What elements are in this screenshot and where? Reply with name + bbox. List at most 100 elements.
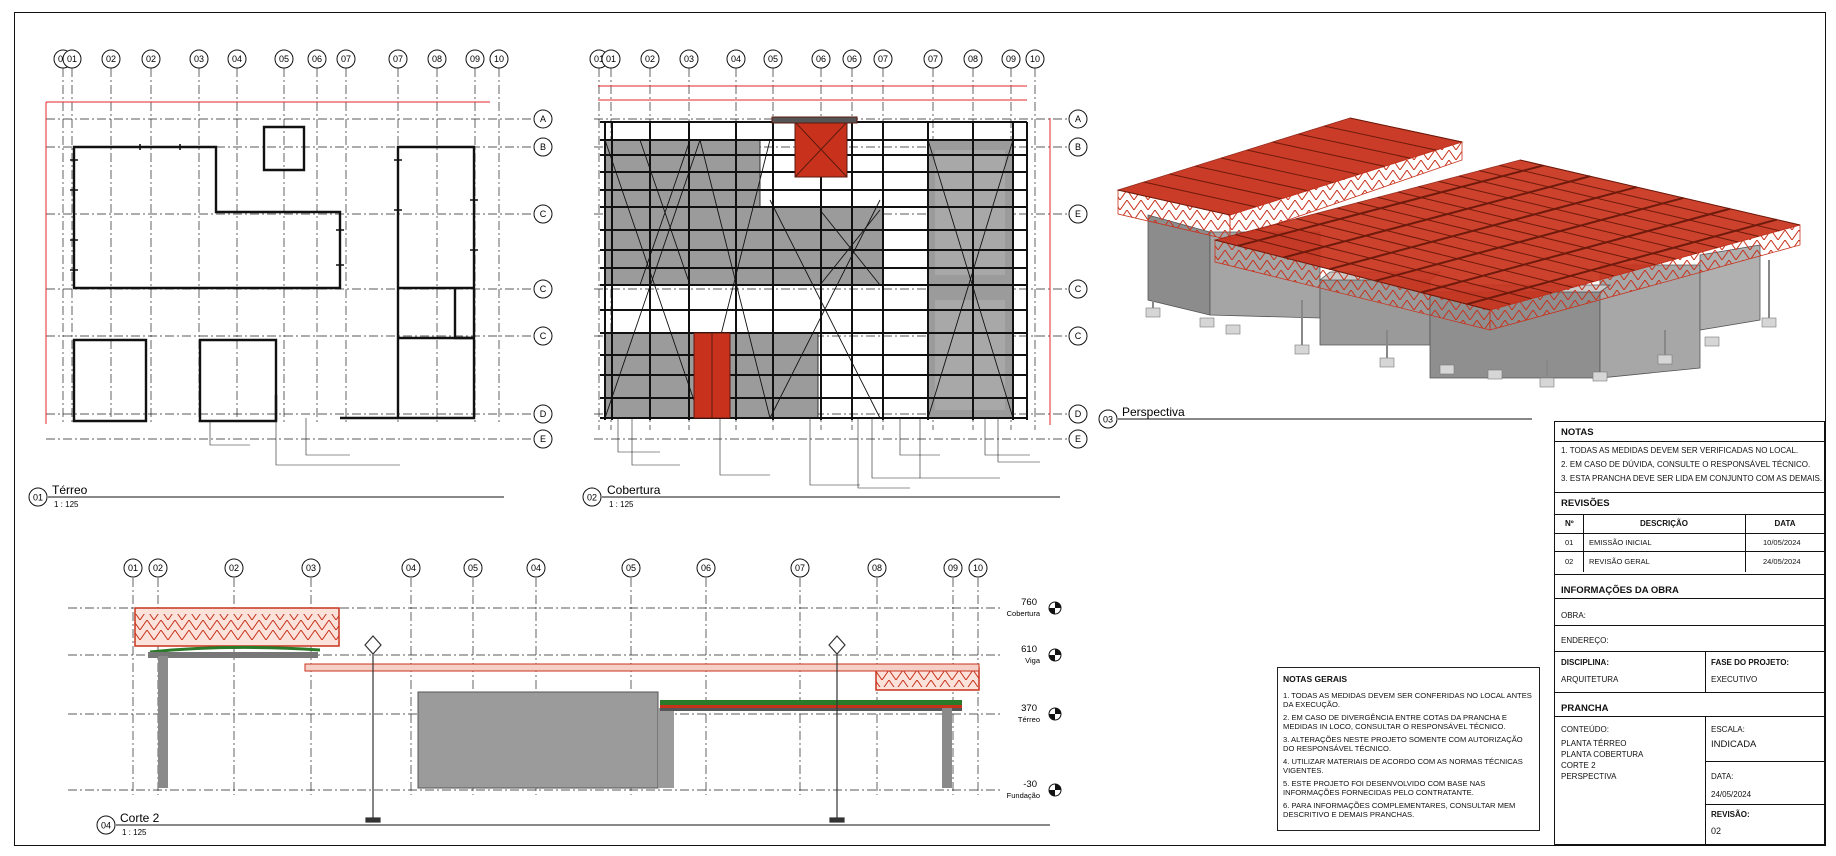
corte-trusses bbox=[134, 607, 980, 691]
row-bubble: D bbox=[1068, 404, 1088, 424]
grid-bubble-label: 09 bbox=[470, 54, 480, 64]
row-bubble-label: A bbox=[540, 114, 546, 124]
row-bubble: A bbox=[533, 109, 553, 129]
row-bubble: C bbox=[533, 279, 553, 299]
tb-fase-value: EXECUTIVO bbox=[1711, 675, 1758, 684]
grid-bubble-label: 03 bbox=[194, 54, 204, 64]
tb-notas-section: NOTAS 1. TODAS AS MEDIDAS DEVEM SER VERI… bbox=[1555, 422, 1824, 493]
plan-terreo-wall-notches bbox=[70, 144, 478, 271]
grid-bubble-label: 07 bbox=[928, 54, 938, 64]
grid-bubble: 04 bbox=[526, 558, 546, 578]
level-value: 760 bbox=[1021, 597, 1037, 608]
grid-bubble: 01 bbox=[123, 558, 143, 578]
grid-bubble: 05 bbox=[621, 558, 641, 578]
row-bubble: C bbox=[1068, 326, 1088, 346]
grid-bubble: 02 bbox=[224, 558, 244, 578]
notas-gerais-item: 6. PARA INFORMAÇÕES COMPLEMENTARES, CONS… bbox=[1283, 801, 1516, 819]
perspectiva-footings bbox=[1145, 307, 1777, 388]
grid-bubble-label: 02 bbox=[146, 54, 156, 64]
grid-bubble: 05 bbox=[463, 558, 483, 578]
plan-terreo-dimensions bbox=[45, 101, 490, 424]
plan-cobertura-label: Cobertura bbox=[607, 483, 661, 497]
grid-bubble-label: 04 bbox=[232, 54, 242, 64]
plan-cobertura-slabs bbox=[604, 139, 1014, 419]
tb-revisoes-section: REVISÕES Nº DESCRIÇÃO DATA 01 EMISSÃO IN… bbox=[1555, 493, 1824, 575]
plan-cobertura-num: 02 bbox=[587, 493, 597, 503]
tb-revisoes-title: REVISÕES bbox=[1561, 498, 1610, 509]
tb-rev-row-desc: EMISSÃO INICIAL bbox=[1589, 538, 1652, 547]
row-bubble: B bbox=[1068, 137, 1088, 157]
grid-bubble-label: 04 bbox=[406, 563, 416, 573]
level-name: Fundação bbox=[1007, 791, 1040, 800]
tb-disciplina-value: ARQUITETURA bbox=[1561, 675, 1619, 684]
grid-bubble: 02 bbox=[640, 49, 660, 69]
title-block: NOTAS 1. TODAS AS MEDIDAS DEVEM SER VERI… bbox=[1554, 421, 1826, 846]
level-name: Viga bbox=[1025, 656, 1041, 665]
row-bubble-label: E bbox=[540, 434, 546, 444]
row-bubble: D bbox=[533, 404, 553, 424]
grid-bubble-label: 09 bbox=[1006, 54, 1016, 64]
tb-prancha-section: PRANCHA CONTEÚDO: PLANTA TÉRREO PLANTA C… bbox=[1555, 693, 1826, 846]
grid-bubble: 06 bbox=[307, 49, 327, 69]
plan-terreo-label: Térreo bbox=[52, 483, 88, 497]
grid-bubble-label: 08 bbox=[968, 54, 978, 64]
plan-terreo-title: 01 Térreo 1 : 125 bbox=[28, 483, 504, 509]
tb-nota-item: 3. ESTA PRANCHA DEVE SER LIDA EM CONJUNT… bbox=[1561, 474, 1823, 483]
grid-bubble-label: 02 bbox=[106, 54, 116, 64]
grid-bubble-label: 08 bbox=[872, 563, 882, 573]
grid-bubble: 09 bbox=[1001, 49, 1021, 69]
plan-terreo-walls bbox=[72, 125, 476, 423]
tb-conteudo-item: CORTE 2 bbox=[1561, 761, 1596, 770]
tb-notas-title: NOTAS bbox=[1561, 427, 1594, 438]
notas-gerais-item: 4. UTILIZAR MATERIAIS DE ACORDO COM AS N… bbox=[1283, 757, 1523, 775]
tb-conteudo-item: PERSPECTIVA bbox=[1561, 772, 1617, 781]
tb-revisao-label: REVISÃO: bbox=[1711, 810, 1750, 819]
grid-bubble: 07 bbox=[873, 49, 893, 69]
grid-bubble-label: 10 bbox=[494, 54, 504, 64]
row-bubble-label: C bbox=[1075, 331, 1082, 341]
row-bubble: A bbox=[1068, 109, 1088, 129]
grid-bubble-label: 01 bbox=[128, 563, 138, 573]
grid-bubble: 03 bbox=[679, 49, 699, 69]
tb-obra-label: OBRA: bbox=[1561, 611, 1586, 620]
corte-scale: 1 : 125 bbox=[122, 828, 147, 837]
perspectiva-label: Perspectiva bbox=[1122, 405, 1185, 419]
grid-bubble-label: 06 bbox=[816, 54, 826, 64]
notas-gerais-item: 5. ESTE PROJETO FOI DESENVOLVIDO COM BAS… bbox=[1283, 779, 1486, 797]
grid-bubble-label: 07 bbox=[393, 54, 403, 64]
row-bubble-label: A bbox=[1075, 114, 1081, 124]
grid-bubble: 07 bbox=[388, 49, 408, 69]
grid-bubble: 05 bbox=[763, 49, 783, 69]
grid-bubble-label: 08 bbox=[432, 54, 442, 64]
level-name: Cobertura bbox=[1007, 609, 1041, 618]
row-bubble-label: E bbox=[1075, 434, 1081, 444]
grid-bubble-label: 04 bbox=[731, 54, 741, 64]
plan-cobertura-leaders bbox=[617, 418, 1040, 489]
row-bubble-label: C bbox=[540, 284, 547, 294]
grid-bubble-label: 07 bbox=[341, 54, 351, 64]
tb-rev-row-data: 24/05/2024 bbox=[1763, 557, 1801, 566]
grid-bubble-label: 01 bbox=[594, 54, 604, 64]
tb-data-value: 24/05/2024 bbox=[1711, 790, 1752, 799]
notas-gerais-item: 2. EM CASO DE DIVERGÊNCIA ENTRE COTAS DA… bbox=[1283, 713, 1507, 731]
row-bubble: E bbox=[533, 429, 553, 449]
level-value: 610 bbox=[1021, 644, 1037, 655]
grid-bubble: 06 bbox=[811, 49, 831, 69]
level-name: Térreo bbox=[1018, 715, 1040, 724]
perspectiva-view: 03 Perspectiva bbox=[1098, 117, 1801, 429]
perspectiva-num: 03 bbox=[1103, 415, 1113, 425]
row-bubble-label: B bbox=[540, 142, 546, 152]
plan-terreo-leaders bbox=[209, 418, 400, 466]
grid-bubble: 01 bbox=[601, 49, 621, 69]
tb-prancha-title: PRANCHA bbox=[1561, 703, 1609, 714]
notas-gerais-box: NOTAS GERAIS 1. TODAS AS MEDIDAS DEVEM S… bbox=[1277, 667, 1540, 831]
level-value: 370 bbox=[1021, 703, 1037, 714]
grid-bubble: 10 bbox=[489, 49, 509, 69]
grid-bubble: 01 bbox=[62, 49, 82, 69]
grid-bubble: 05 bbox=[274, 49, 294, 69]
tb-escala-label: ESCALA: bbox=[1711, 725, 1745, 734]
